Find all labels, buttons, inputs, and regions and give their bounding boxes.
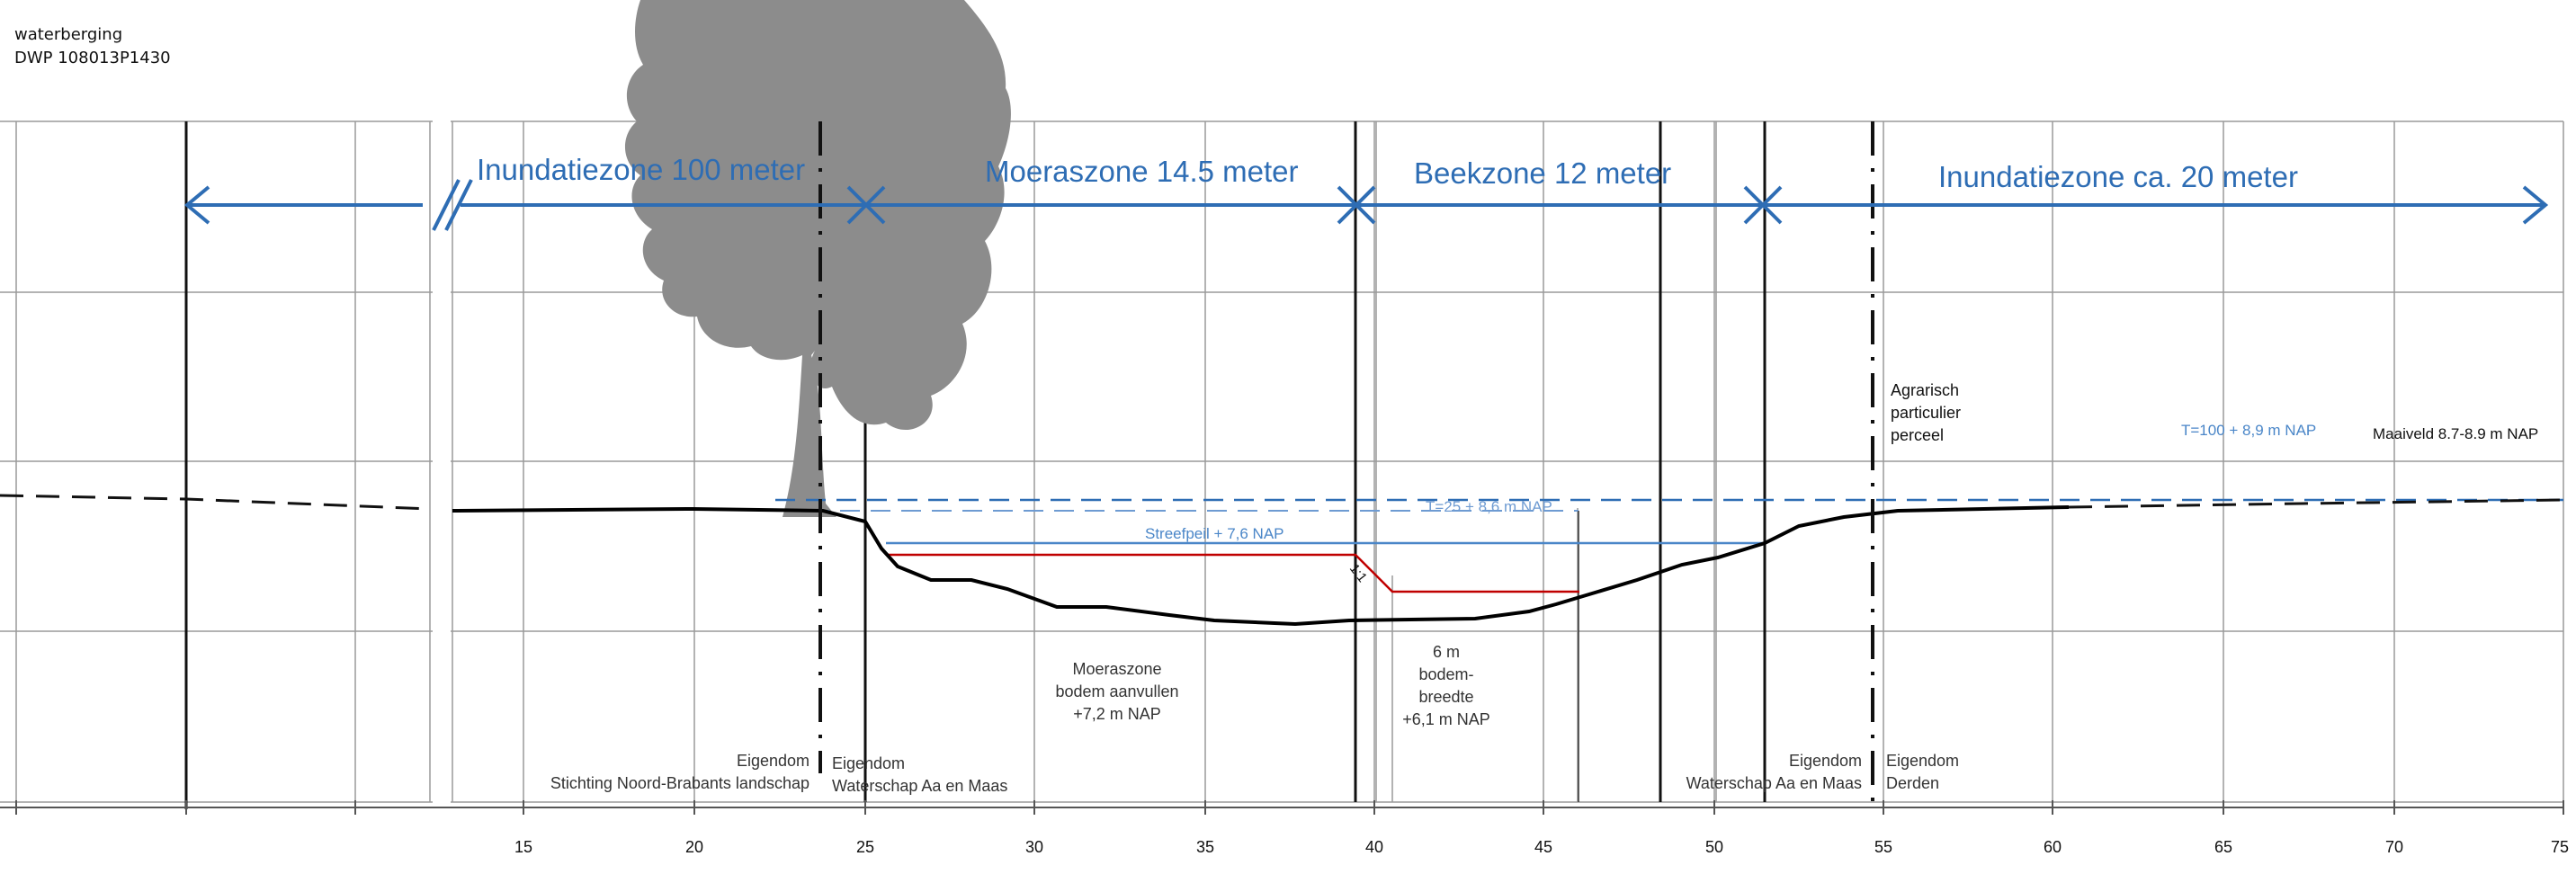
note-eigendom-stichting: Eigendom Stichting Noord-Brabants landsc… <box>550 752 809 792</box>
terrain-profile <box>452 505 2070 627</box>
design-profile-line <box>886 553 1579 593</box>
tick-label: 45 <box>1534 838 1552 856</box>
grid <box>0 120 2564 803</box>
svg-text:Derden: Derden <box>1886 774 1939 792</box>
zone-arrows <box>183 179 2549 231</box>
svg-text:bodem-: bodem- <box>1418 665 1473 683</box>
tick-label: 60 <box>2044 838 2062 856</box>
svg-text:Eigendom: Eigendom <box>1789 752 1862 770</box>
tick-label: 50 <box>1705 838 1723 856</box>
title-line-1: waterberging <box>14 25 123 44</box>
property-boundaries <box>818 121 1874 802</box>
zone-label-beek: Beekzone 12 meter <box>1414 156 1671 190</box>
zone-boundaries <box>184 121 1767 809</box>
svg-text:Eigendom: Eigendom <box>737 752 809 770</box>
annotations: Moeraszone bodem aanvullen +7,2 m NAP 6 … <box>550 381 1961 795</box>
tick-label: 65 <box>2214 838 2232 856</box>
svg-text:+7,2 m NAP: +7,2 m NAP <box>1073 705 1161 723</box>
svg-text:breedte: breedte <box>1418 688 1473 706</box>
note-moeraszone: Moeraszone bodem aanvullen +7,2 m NAP <box>1055 660 1178 723</box>
svg-text:Eigendom: Eigendom <box>832 754 905 772</box>
drawing-title: waterberging DWP 108013P1430 <box>14 23 171 70</box>
water-levels <box>775 498 2563 802</box>
tick-label: 40 <box>1365 838 1383 856</box>
tick-label: 70 <box>2385 838 2403 856</box>
tree-icon <box>624 0 1011 517</box>
title-line-2: DWP 108013P1430 <box>14 49 171 67</box>
tick-label: 15 <box>514 838 532 856</box>
tick-label: 75 <box>2551 838 2569 856</box>
svg-text:bodem aanvullen: bodem aanvullen <box>1055 682 1178 700</box>
x-axis: 15 20 25 30 35 40 45 50 55 60 65 70 75 <box>0 800 2569 856</box>
tick-label: 55 <box>1874 838 1892 856</box>
svg-text:Waterschap Aa en Maas: Waterschap Aa en Maas <box>1686 774 1862 792</box>
note-eigendom-derden: Eigendom Derden <box>1886 752 1959 792</box>
maaiveld-label: Maaiveld 8.7-8.9 m NAP <box>2373 425 2538 442</box>
tick-label: 35 <box>1196 838 1214 856</box>
zone-label-moeras: Moeraszone 14.5 meter <box>985 155 1299 188</box>
axis-break-gap <box>433 108 451 809</box>
t25-label: T=25 + 8,6 m NAP <box>1426 498 1552 515</box>
svg-text:Agrarisch: Agrarisch <box>1891 381 1959 399</box>
note-agrarisch: Agrarisch particulier perceel <box>1891 381 1961 444</box>
zone-labels: Inundatiezone 100 meter Moeraszone 14.5 … <box>477 153 2298 193</box>
zone-label-inundatie-right: Inundatiezone ca. 20 meter <box>1938 160 2298 193</box>
note-eigendom-waterschap-left: Eigendom Waterschap Aa en Maas <box>832 754 1007 795</box>
svg-text:+6,1 m NAP: +6,1 m NAP <box>1402 710 1490 728</box>
svg-text:Waterschap Aa en Maas: Waterschap Aa en Maas <box>832 777 1007 795</box>
svg-text:6 m: 6 m <box>1433 643 1460 661</box>
streefpeil-label: Streefpeil + 7,6 NAP <box>1145 525 1284 542</box>
tick-label: 20 <box>685 838 703 856</box>
svg-text:Stichting Noord-Brabants lands: Stichting Noord-Brabants landschap <box>550 774 809 792</box>
svg-text:Eigendom: Eigendom <box>1886 752 1959 770</box>
t100-label: T=100 + 8,9 m NAP <box>2181 422 2316 439</box>
note-bodembreedte: 6 m bodem- breedte +6,1 m NAP <box>1402 643 1490 728</box>
svg-text:perceel: perceel <box>1891 426 1944 444</box>
note-eigendom-waterschap-right: Eigendom Waterschap Aa en Maas <box>1686 752 1862 792</box>
zone-label-inundatie-left: Inundatiezone 100 meter <box>477 153 805 186</box>
tick-label: 25 <box>856 838 874 856</box>
svg-text:particulier: particulier <box>1891 404 1961 422</box>
maaiveld-dashed <box>0 494 2564 511</box>
svg-text:Moeraszone: Moeraszone <box>1072 660 1161 678</box>
tick-label: 30 <box>1025 838 1043 856</box>
